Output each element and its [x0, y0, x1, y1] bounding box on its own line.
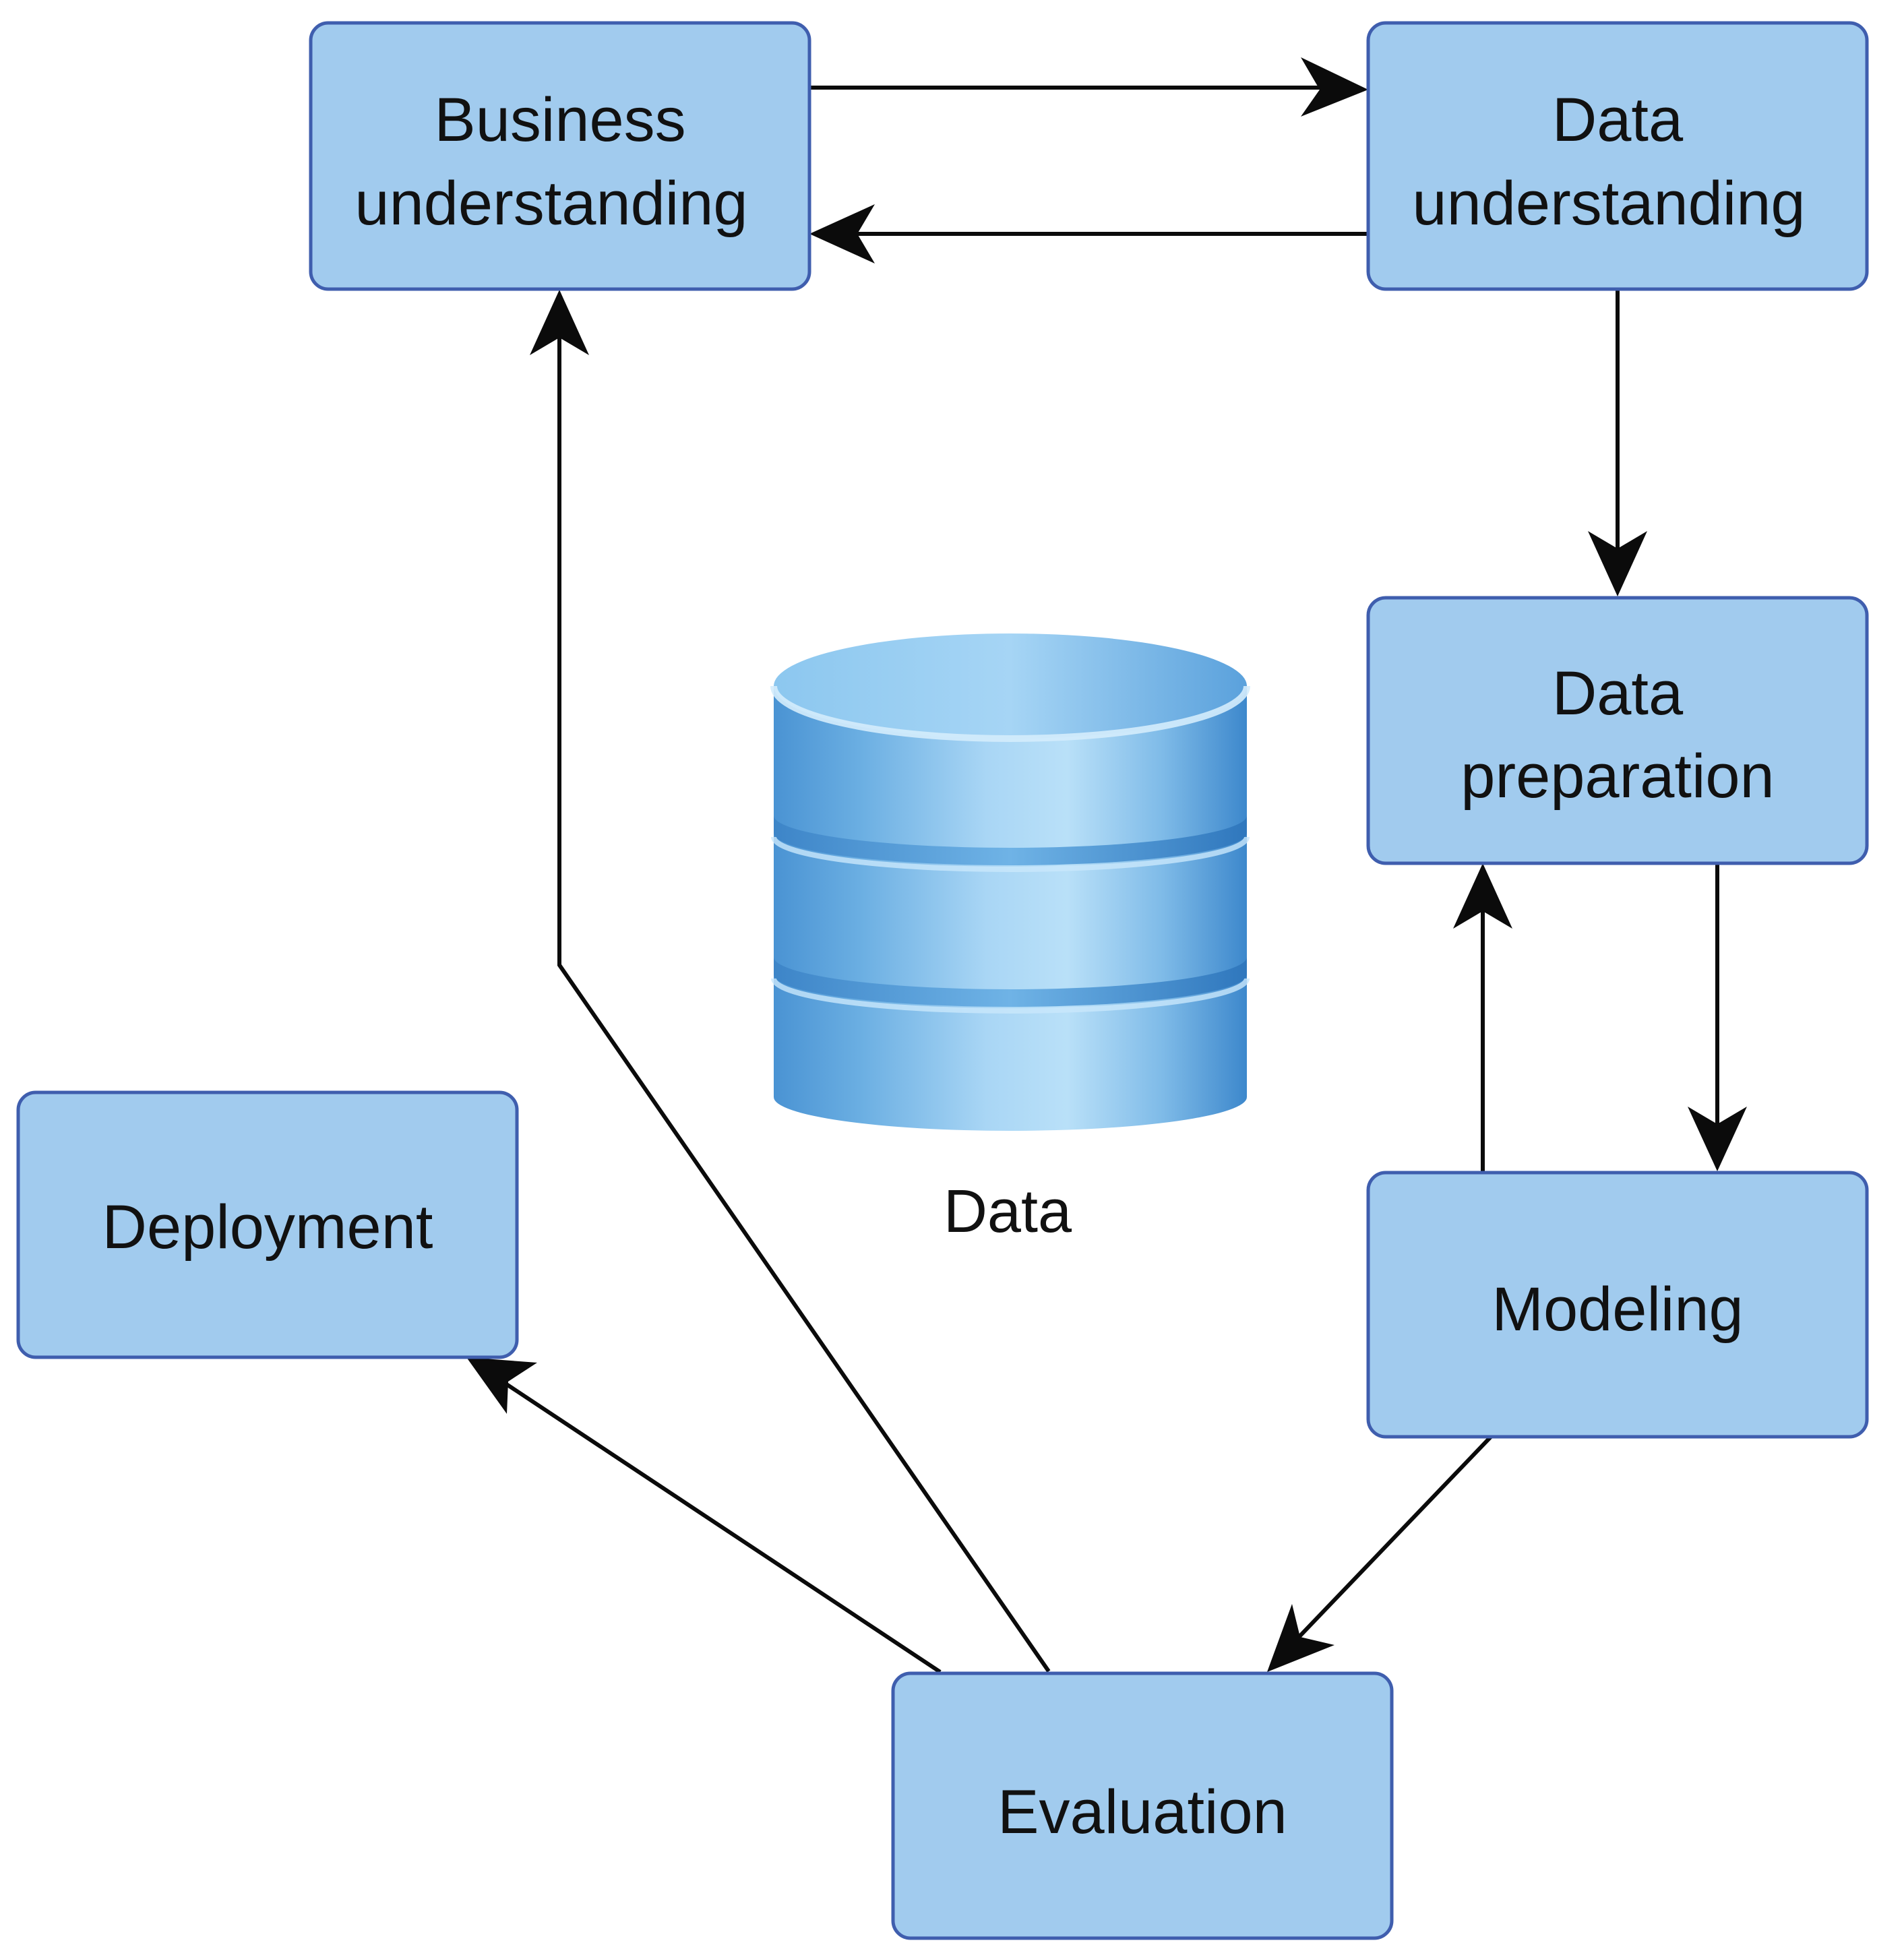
- node-label-line2: understanding: [355, 169, 747, 238]
- database-label: Data: [944, 1178, 1072, 1245]
- arrow-head-down-icon: [1588, 531, 1647, 596]
- node-data-understanding[interactable]: Data understanding: [1366, 21, 1869, 291]
- arrow-head-left-icon: [809, 204, 875, 264]
- node-label: Evaluation: [997, 1778, 1287, 1847]
- node-evaluation[interactable]: Evaluation: [891, 1671, 1394, 1940]
- arrow-head-up-icon: [1453, 863, 1512, 929]
- node-label-line1: Business: [434, 86, 685, 154]
- edges: [466, 57, 1747, 1674]
- database-cylinder-icon: [770, 633, 1250, 1131]
- arrow-head-up-left-icon: [466, 1357, 537, 1414]
- arrow-head-up-icon: [530, 290, 589, 355]
- node-business-understanding[interactable]: Business understanding: [309, 21, 811, 291]
- node-label: Deployment: [102, 1193, 433, 1262]
- edge-evaluation-to-business: [557, 323, 1051, 1673]
- node-label-line1: Data: [1552, 659, 1684, 728]
- node-deployment[interactable]: Deployment: [16, 1090, 519, 1359]
- node-label: Modeling: [1492, 1275, 1743, 1344]
- arrow-head-down-left-icon: [1267, 1604, 1334, 1672]
- node-modeling[interactable]: Modeling: [1366, 1171, 1869, 1439]
- arrow-head-right-icon: [1301, 57, 1368, 117]
- node-data-preparation[interactable]: Data preparation: [1366, 596, 1869, 865]
- arrow-head-down-icon: [1688, 1107, 1747, 1171]
- edge-evaluation-to-deployment: [496, 1376, 942, 1674]
- edge-modeling-to-evaluation: [1287, 1435, 1493, 1650]
- node-label-line2: preparation: [1461, 742, 1774, 811]
- node-label-line1: Data: [1552, 86, 1684, 154]
- node-label-line2: understanding: [1412, 169, 1805, 238]
